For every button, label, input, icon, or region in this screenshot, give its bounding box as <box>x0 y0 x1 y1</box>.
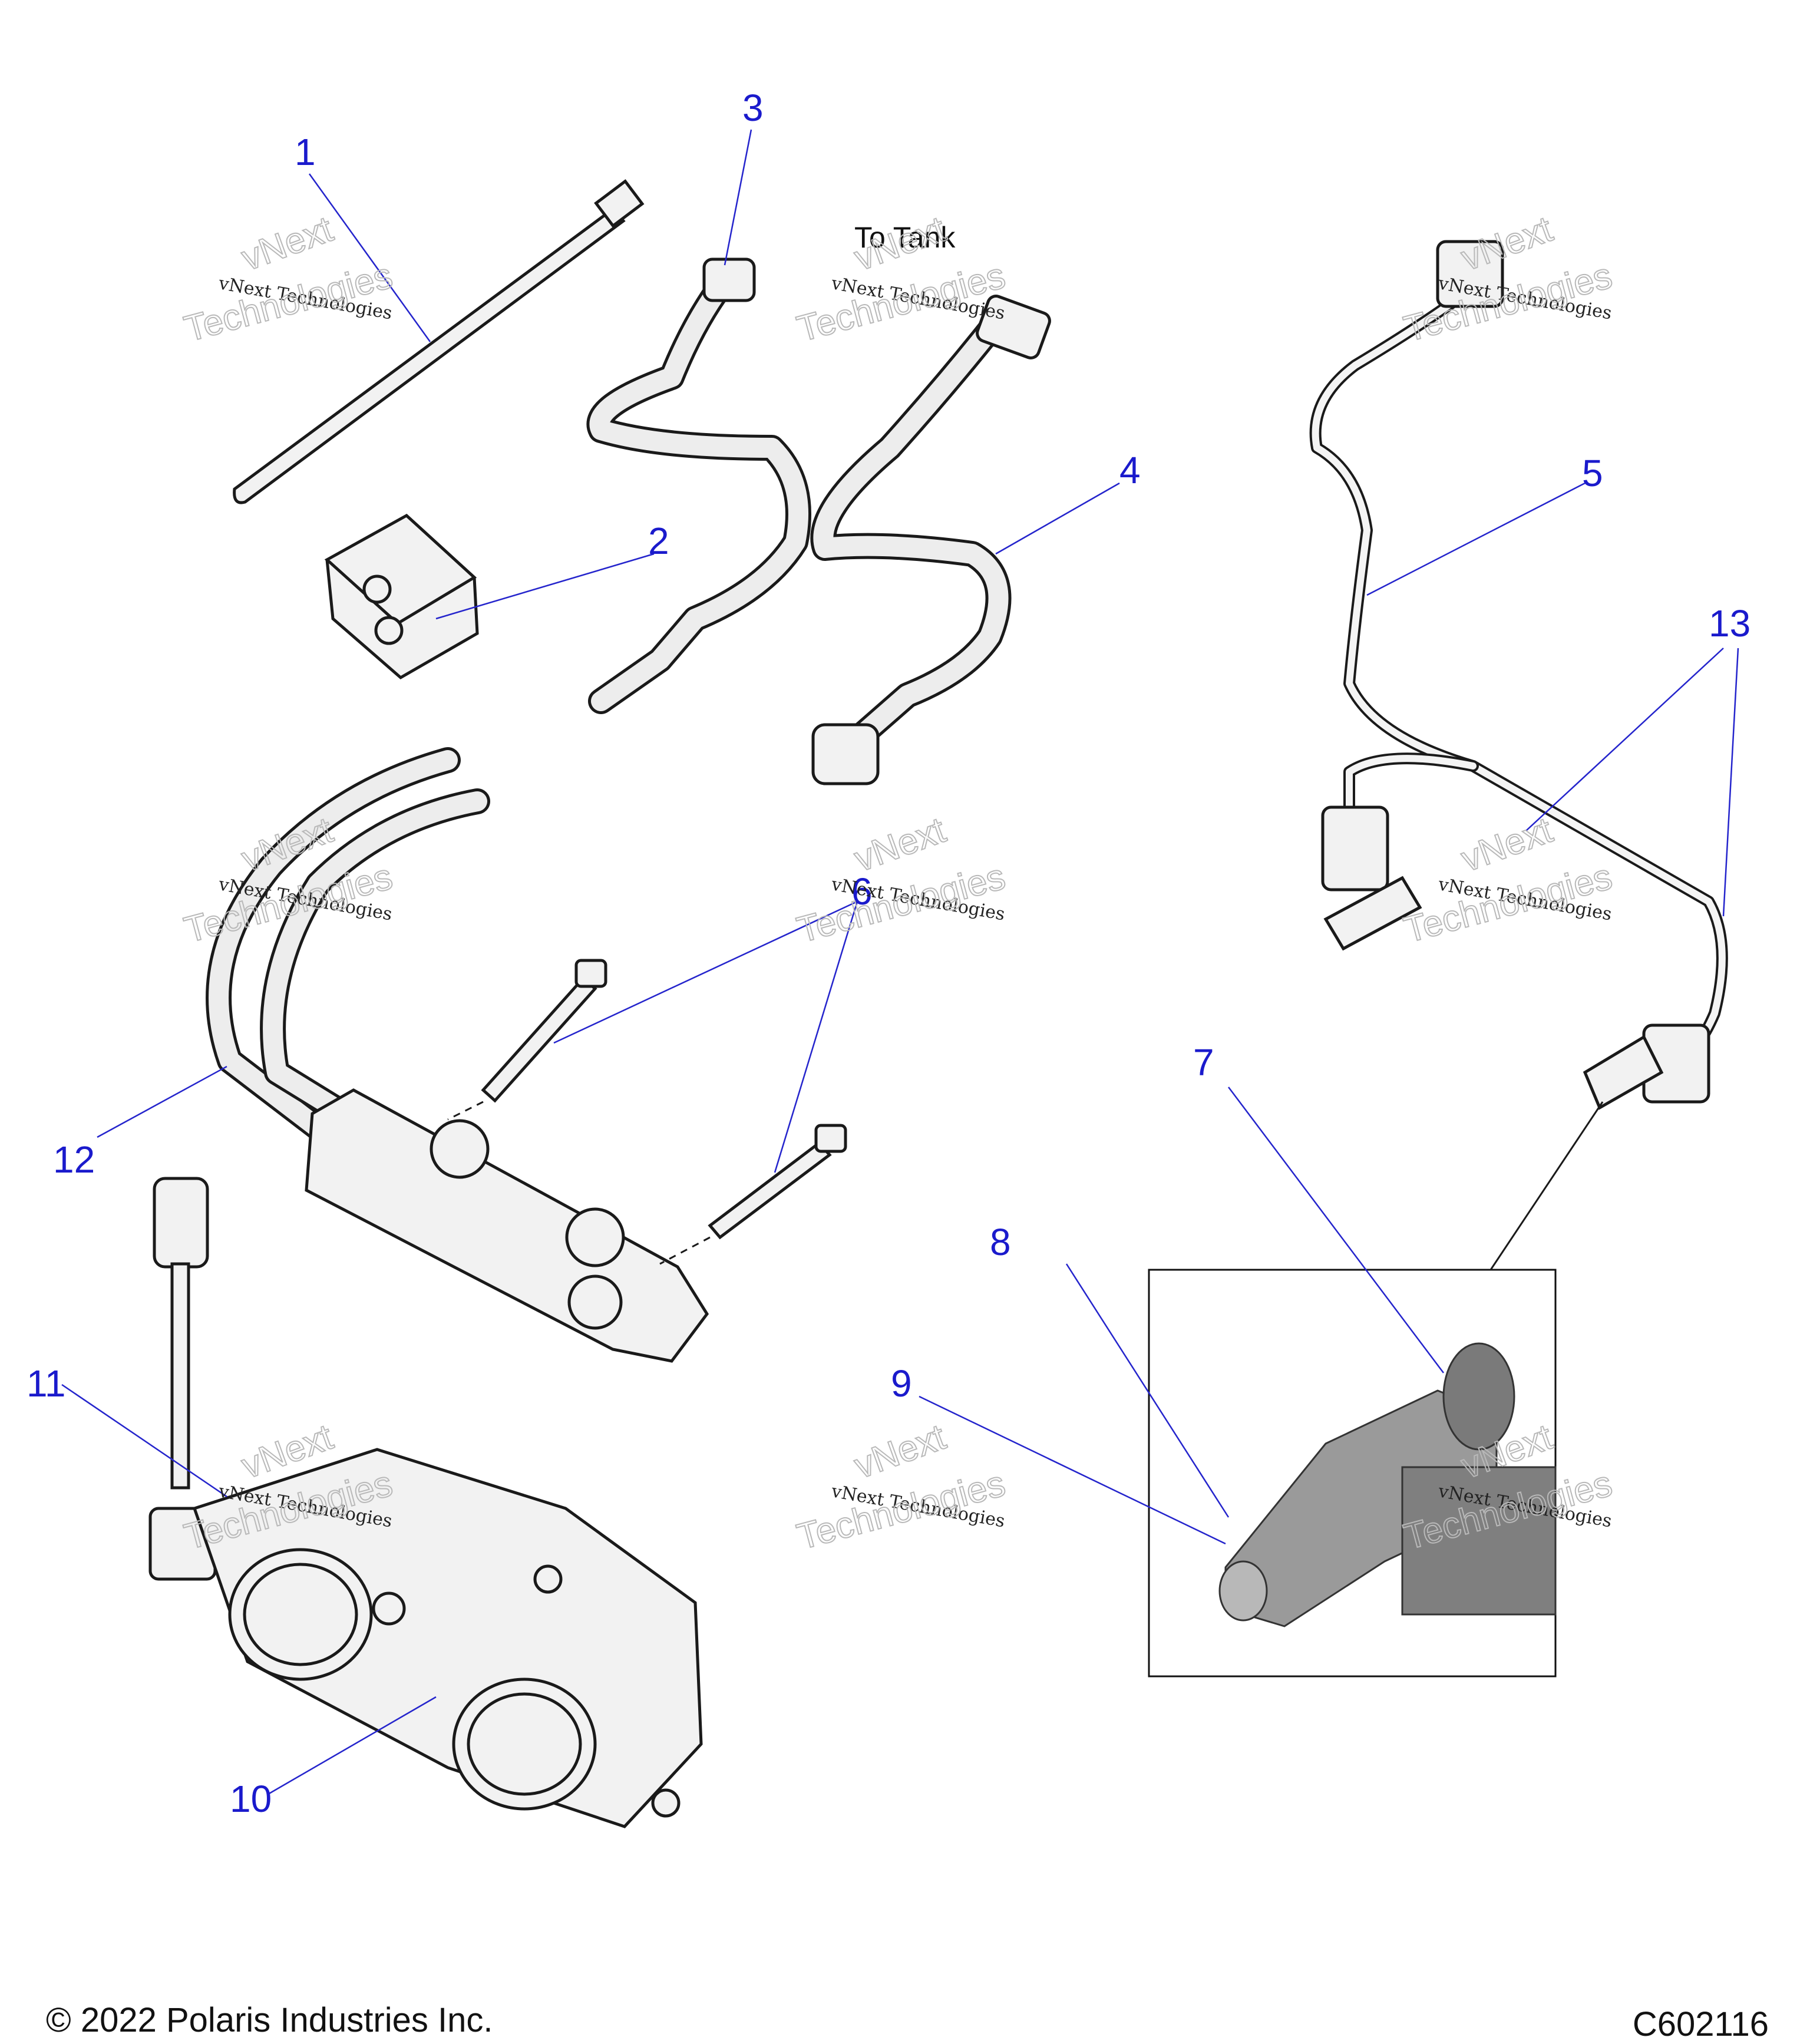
part-wire-harness <box>1309 240 1728 1104</box>
callout-7: 7 <box>1193 1041 1214 1084</box>
callout-1: 1 <box>295 131 316 173</box>
part-rubber-block <box>324 513 479 680</box>
svg-text:Technologies: Technologies <box>1400 856 1616 950</box>
watermark-8: vNext vNext Technologies Technologies <box>792 1416 1010 1558</box>
part-fuel-injector <box>1323 876 1664 1110</box>
callout-5: 5 <box>1582 452 1603 494</box>
svg-text:vNext: vNext <box>849 810 951 880</box>
detail-inset <box>1148 1101 1604 1678</box>
callout-3: 3 <box>742 87 764 129</box>
annotation-to-tank: To Tank <box>854 221 956 254</box>
callout-labels: 1 2 3 4 5 6 7 8 9 10 11 12 13 <box>27 87 1750 1820</box>
watermark-3: vNext vNext Technologies Technologies <box>1399 208 1617 350</box>
watermark-5: vNext vNext Technologies Technologies <box>792 809 1010 951</box>
callout-6: 6 <box>851 870 873 913</box>
part-fuel-hose-3 <box>586 257 811 714</box>
svg-text:Technologies: Technologies <box>793 856 1009 950</box>
callout-10: 10 <box>230 1778 272 1820</box>
part-sensor <box>148 1177 217 1581</box>
callout-12: 12 <box>53 1138 95 1181</box>
watermark-1: vNext vNext Technologies Technologies <box>180 208 397 350</box>
part-cable-tie <box>233 179 645 504</box>
svg-text:vNext: vNext <box>1456 209 1558 279</box>
svg-text:Technologies: Technologies <box>1400 255 1616 349</box>
callout-11: 11 <box>27 1362 65 1405</box>
drawing-code: C602116 <box>1632 2005 1769 2043</box>
svg-text:vNext: vNext <box>849 1416 951 1487</box>
part-throttle-body <box>192 1448 703 1828</box>
callout-4: 4 <box>1119 449 1141 491</box>
callout-13: 13 <box>1709 602 1750 645</box>
copyright-text: © 2022 Polaris Industries Inc. <box>46 2001 493 2039</box>
callout-8: 8 <box>990 1221 1011 1263</box>
leader-lines <box>61 129 1739 1795</box>
callout-2: 2 <box>648 520 669 562</box>
svg-text:vNext: vNext <box>236 209 338 279</box>
svg-text:vNext: vNext <box>1456 810 1558 880</box>
part-fuel-rail <box>206 747 709 1363</box>
svg-text:Technologies: Technologies <box>793 1463 1009 1557</box>
callout-9: 9 <box>891 1362 912 1405</box>
part-bolts <box>447 959 847 1265</box>
svg-text:Technologies: Technologies <box>180 255 397 349</box>
watermark-2: vNext vNext Technologies Technologies <box>792 208 1010 350</box>
svg-text:vNext: vNext <box>849 209 951 279</box>
part-fuel-hose-4 <box>810 295 1051 785</box>
